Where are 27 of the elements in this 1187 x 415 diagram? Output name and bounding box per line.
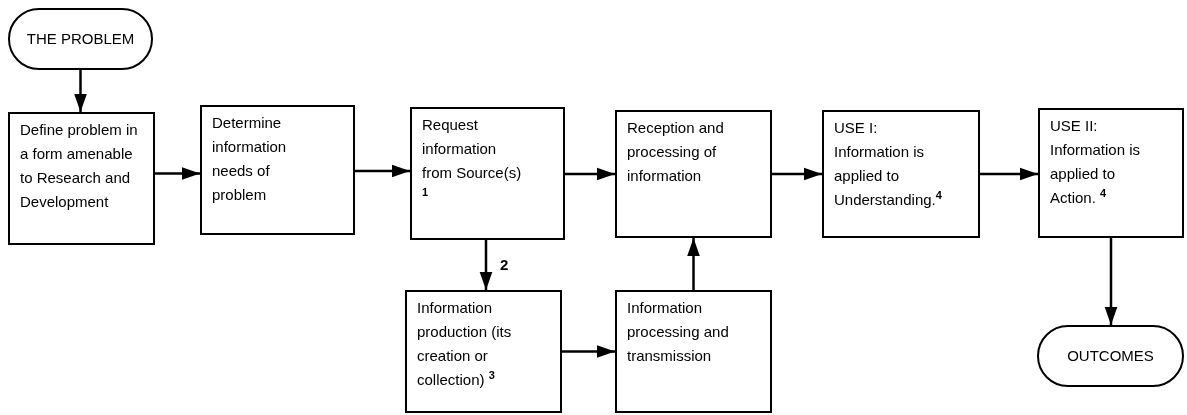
node-text: OUTCOMES xyxy=(1067,346,1154,366)
process-box xyxy=(615,110,772,238)
process-box xyxy=(410,107,565,240)
node-text: Reception and processing of information xyxy=(627,118,725,186)
node-text: USE I: Information is applied to Understanding.$^{4}$ xyxy=(834,118,943,210)
process-box xyxy=(405,290,562,413)
node-text: Define problem in a form amenable to Research and Development xyxy=(20,120,138,212)
node-text: Information processing and transmission xyxy=(627,298,730,366)
arrow xyxy=(74,70,87,112)
arrow xyxy=(155,167,200,180)
process-box xyxy=(615,290,772,413)
arrow xyxy=(355,164,410,178)
arrow xyxy=(772,167,822,181)
node-text: Determine information needs of problem xyxy=(212,113,288,205)
arrow xyxy=(1104,238,1118,325)
arrow xyxy=(479,240,493,290)
node-text: Information production (its creation or collection) $^{3}$ xyxy=(417,298,513,390)
arrow xyxy=(687,238,700,290)
process-box xyxy=(8,112,155,245)
process-box xyxy=(1038,108,1184,238)
arrow xyxy=(562,345,615,358)
process-box xyxy=(200,105,355,235)
arrow xyxy=(980,167,1038,181)
arrow xyxy=(565,167,615,181)
node-text: THE PROBLEM xyxy=(26,29,135,49)
node-text: USE II: Information is applied to Action. $^{4}$ xyxy=(1050,116,1142,208)
process-box xyxy=(822,110,980,238)
